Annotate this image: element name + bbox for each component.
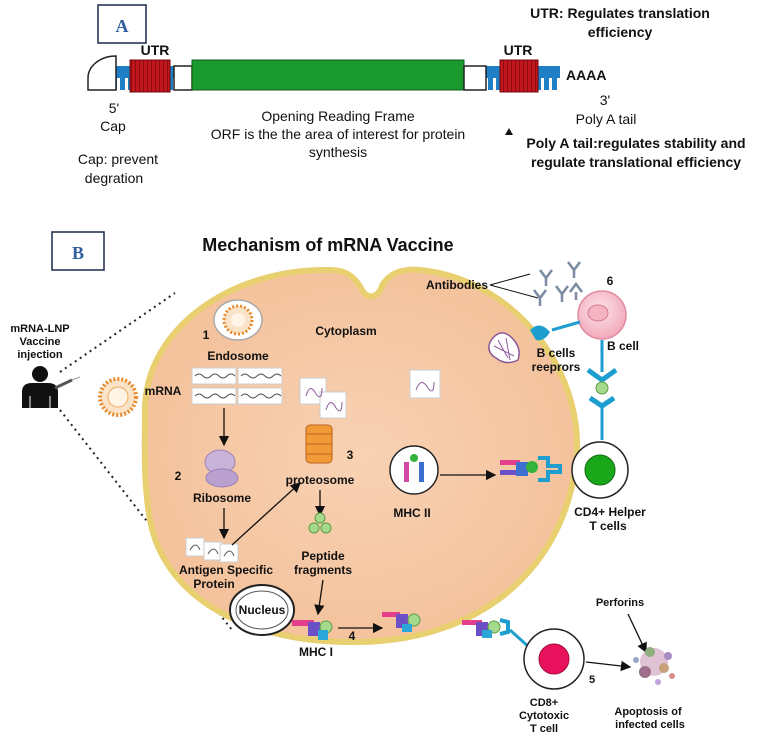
ribosome-icon bbox=[204, 449, 239, 488]
step-1-label: 1 bbox=[203, 328, 210, 342]
antigen-protein-icon bbox=[185, 537, 239, 563]
lnp-particle-icon bbox=[98, 377, 138, 417]
antibodies-label: Antibodies bbox=[426, 278, 488, 292]
bcr-line2: reeprors bbox=[532, 360, 581, 374]
proteosome-label: proteosome bbox=[286, 473, 355, 487]
mrna-strands-icon bbox=[191, 367, 283, 405]
stop-codon-box bbox=[463, 65, 487, 91]
perforins-label: Perforins bbox=[596, 597, 644, 609]
cd8-line3: T cell bbox=[530, 723, 558, 735]
nucleus-label: Nucleus bbox=[239, 603, 286, 617]
arrow-cd8-to-apoptosis bbox=[585, 660, 632, 672]
peptide-line2: fragments bbox=[294, 563, 352, 577]
injection-line1: mRNA-LNP bbox=[10, 323, 69, 335]
start-codon-box bbox=[173, 65, 193, 91]
mhc2-label: MHC II bbox=[393, 506, 430, 520]
endosome-label: Endosome bbox=[207, 349, 269, 363]
nucleus-icon bbox=[229, 584, 295, 636]
panel-a-label: A bbox=[116, 16, 129, 36]
three-prime-label: 3' bbox=[600, 92, 610, 108]
poly-a-pointer-icon bbox=[505, 128, 513, 135]
step-4-label: 4 bbox=[349, 629, 356, 643]
b-cell-receptor-icon bbox=[530, 320, 581, 341]
panel-b-label-box bbox=[51, 231, 105, 271]
person-injection-icon bbox=[22, 366, 81, 408]
orf-line1: Opening Reading Frame bbox=[261, 108, 415, 124]
utr-right-label: UTR bbox=[504, 42, 533, 58]
endosome-icon bbox=[213, 299, 263, 341]
five-prime-label: 5' bbox=[109, 100, 119, 116]
cap-shape bbox=[87, 55, 117, 91]
cd4-t-cell-icon bbox=[571, 441, 629, 499]
antibodies-icon bbox=[533, 261, 583, 306]
arrow-peptides-to-mhc1 bbox=[314, 579, 325, 616]
cell-membrane bbox=[141, 266, 580, 646]
utr-note-line2: efficiency bbox=[588, 24, 653, 40]
proteosome-icon bbox=[305, 424, 333, 464]
membrane-mhc2-complex-icon bbox=[500, 456, 562, 482]
poly-note-line2: regulate translational efficiency bbox=[531, 154, 741, 170]
cap-label: Cap bbox=[100, 118, 126, 134]
panel-b-label: B bbox=[72, 243, 84, 263]
membrane-mhc1-icon bbox=[382, 612, 421, 632]
ribosome-label: Ribosome bbox=[193, 491, 251, 505]
orf-line2: ORF is the the area of interest for prot… bbox=[211, 126, 465, 142]
mhc1-icon bbox=[292, 620, 333, 640]
cap-note-line2: degration bbox=[85, 170, 143, 186]
orf-line3: synthesis bbox=[309, 144, 367, 160]
panel-a-label-box bbox=[97, 4, 147, 44]
peptide-fragments-icon bbox=[308, 512, 332, 534]
mhc2-icon bbox=[389, 445, 439, 495]
b-cell-label: B cell bbox=[607, 339, 639, 353]
mhc1-label: MHC I bbox=[299, 645, 333, 659]
utr-left-box bbox=[129, 59, 171, 93]
step-6-label: 6 bbox=[607, 274, 614, 288]
cd4-line1: CD4+ Helper bbox=[574, 505, 646, 519]
apoptosis-line2: infected cells bbox=[615, 719, 685, 731]
arrow-perforins bbox=[627, 613, 647, 654]
peptide-line1: Peptide bbox=[301, 549, 345, 563]
utr-left-label: UTR bbox=[141, 42, 170, 58]
step-3-label: 3 bbox=[347, 448, 354, 462]
cap-note-line1: Cap: prevent bbox=[78, 151, 158, 167]
diagram-title: Mechanism of mRNA Vaccine bbox=[202, 235, 453, 255]
cd8-line1: CD8+ bbox=[530, 697, 558, 709]
panel-a: A UTR UTR UTR: Regulates translation eff… bbox=[78, 4, 746, 186]
cd8-line2: Cytotoxic bbox=[519, 710, 569, 722]
apoptotic-cell-icon bbox=[633, 647, 675, 685]
mrna-label: mRNA bbox=[145, 384, 182, 398]
cytoplasm-label: Cytoplasm bbox=[315, 324, 376, 338]
utr-right-box bbox=[499, 59, 539, 93]
antibodies-pointer-bottom bbox=[489, 284, 539, 299]
arrow-protein-to-proteosome bbox=[231, 482, 301, 546]
cd4-line2: T cells bbox=[589, 519, 627, 533]
mhc1-cd8-complex-icon bbox=[462, 618, 532, 650]
antigen-line1: Antigen Specific bbox=[179, 563, 273, 577]
injection-line2: Vaccine bbox=[20, 336, 61, 348]
cytoplasm-proteins-icon bbox=[299, 369, 441, 419]
pathogen-icon bbox=[488, 332, 520, 364]
zoom-line-bottom bbox=[59, 409, 233, 631]
b-cell-icon bbox=[577, 290, 627, 340]
mrna-construct bbox=[87, 55, 560, 93]
poly-a-tail-label: Poly A tail bbox=[576, 111, 637, 127]
step-2-label: 2 bbox=[175, 469, 182, 483]
poly-note-line1: Poly A tail:regulates stability and bbox=[526, 135, 745, 151]
cd8-t-cell-icon bbox=[523, 628, 585, 690]
step-5-label: 5 bbox=[589, 674, 595, 686]
bcr-stalk-icon bbox=[586, 340, 618, 440]
orf-box bbox=[191, 59, 465, 91]
utr-note-line1: UTR: Regulates translation bbox=[530, 5, 710, 21]
apoptosis-line1: Apoptosis of bbox=[614, 706, 682, 718]
injection-line3: injection bbox=[17, 349, 63, 361]
panel-b: B Mechanism of mRNA Vaccine mRNA-LNP Vac… bbox=[10, 231, 685, 735]
antibodies-pointer-top bbox=[489, 273, 531, 286]
poly-a-sequence: AAAA bbox=[566, 67, 606, 83]
bcr-line1: B cells bbox=[537, 346, 576, 360]
antigen-line2: Protein bbox=[193, 577, 234, 591]
